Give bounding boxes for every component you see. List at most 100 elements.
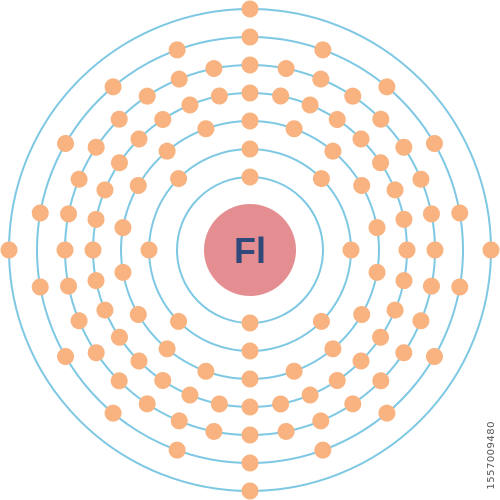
electron: [104, 78, 122, 96]
electron: [170, 412, 188, 430]
electron: [205, 60, 223, 78]
electron: [386, 181, 404, 199]
electron: [241, 112, 259, 130]
electron: [378, 404, 396, 422]
electron: [342, 241, 360, 259]
electron: [56, 241, 74, 259]
electron: [87, 210, 105, 228]
electron: [241, 140, 259, 158]
electron: [324, 340, 342, 358]
electron: [395, 344, 413, 362]
electron: [241, 426, 259, 444]
electron: [31, 204, 49, 222]
electron: [241, 342, 259, 360]
electron: [181, 386, 199, 404]
electron: [312, 70, 330, 88]
electron: [168, 41, 186, 59]
electron: [241, 314, 259, 332]
electron: [110, 372, 128, 390]
electron: [57, 135, 75, 152]
electron: [425, 348, 443, 365]
electron: [205, 422, 223, 440]
electron: [372, 372, 390, 390]
electron: [451, 278, 469, 296]
electron: [130, 130, 148, 148]
electron: [398, 241, 416, 259]
electron: [31, 278, 49, 296]
electron: [130, 352, 148, 370]
electron: [158, 340, 176, 358]
electron: [210, 395, 228, 413]
electron: [170, 312, 188, 330]
electron: [241, 482, 259, 500]
electron: [272, 87, 290, 105]
electron: [104, 404, 122, 422]
electron: [241, 398, 259, 416]
electron: [422, 277, 440, 295]
electron: [482, 241, 500, 259]
electron: [301, 96, 319, 114]
electron: [426, 241, 444, 259]
electron: [0, 241, 18, 259]
electron: [210, 87, 228, 105]
electron: [412, 312, 430, 330]
electron: [110, 110, 128, 128]
electron: [241, 0, 259, 18]
electron: [272, 395, 290, 413]
electron: [241, 28, 259, 46]
electron: [352, 352, 370, 370]
electron: [70, 170, 88, 188]
electron: [277, 422, 295, 440]
electron: [241, 56, 259, 74]
electron: [314, 441, 332, 459]
electron: [395, 138, 413, 156]
electron: [197, 362, 215, 380]
electron: [328, 110, 346, 128]
nucleus: [204, 204, 296, 296]
electron: [57, 348, 75, 365]
electron: [110, 328, 128, 346]
electron: [277, 60, 295, 78]
electron: [344, 395, 362, 413]
electron: [87, 138, 105, 156]
electron: [312, 312, 330, 330]
electron: [138, 395, 156, 413]
electron: [395, 272, 413, 290]
electron: [412, 170, 430, 188]
stock-image-id: 1557009480: [486, 421, 497, 490]
electron: [314, 41, 332, 59]
electron: [87, 344, 105, 362]
electron: [154, 372, 172, 390]
electron: [197, 120, 215, 138]
electron: [129, 177, 147, 194]
electron: [328, 372, 346, 390]
electron: [158, 142, 176, 160]
electron: [395, 210, 413, 228]
electron: [114, 219, 132, 237]
electron: [138, 87, 156, 105]
electron: [181, 96, 199, 114]
electron: [386, 301, 404, 319]
element-symbol: Fl: [234, 230, 266, 271]
electron: [170, 170, 188, 188]
electron: [312, 412, 330, 430]
electron: [368, 219, 386, 237]
electron: [84, 241, 102, 259]
electron: [241, 370, 259, 388]
electron: [378, 78, 396, 96]
electron: [96, 301, 114, 319]
electron: [344, 87, 362, 105]
electron: [140, 241, 158, 259]
electron: [60, 277, 78, 295]
electron: [285, 362, 303, 380]
electron: [425, 135, 443, 152]
electron: [170, 70, 188, 88]
electron: [110, 154, 128, 172]
electron: [60, 205, 78, 223]
electron: [96, 181, 114, 199]
electron: [312, 170, 330, 188]
electron: [353, 177, 371, 194]
electron: [87, 272, 105, 290]
